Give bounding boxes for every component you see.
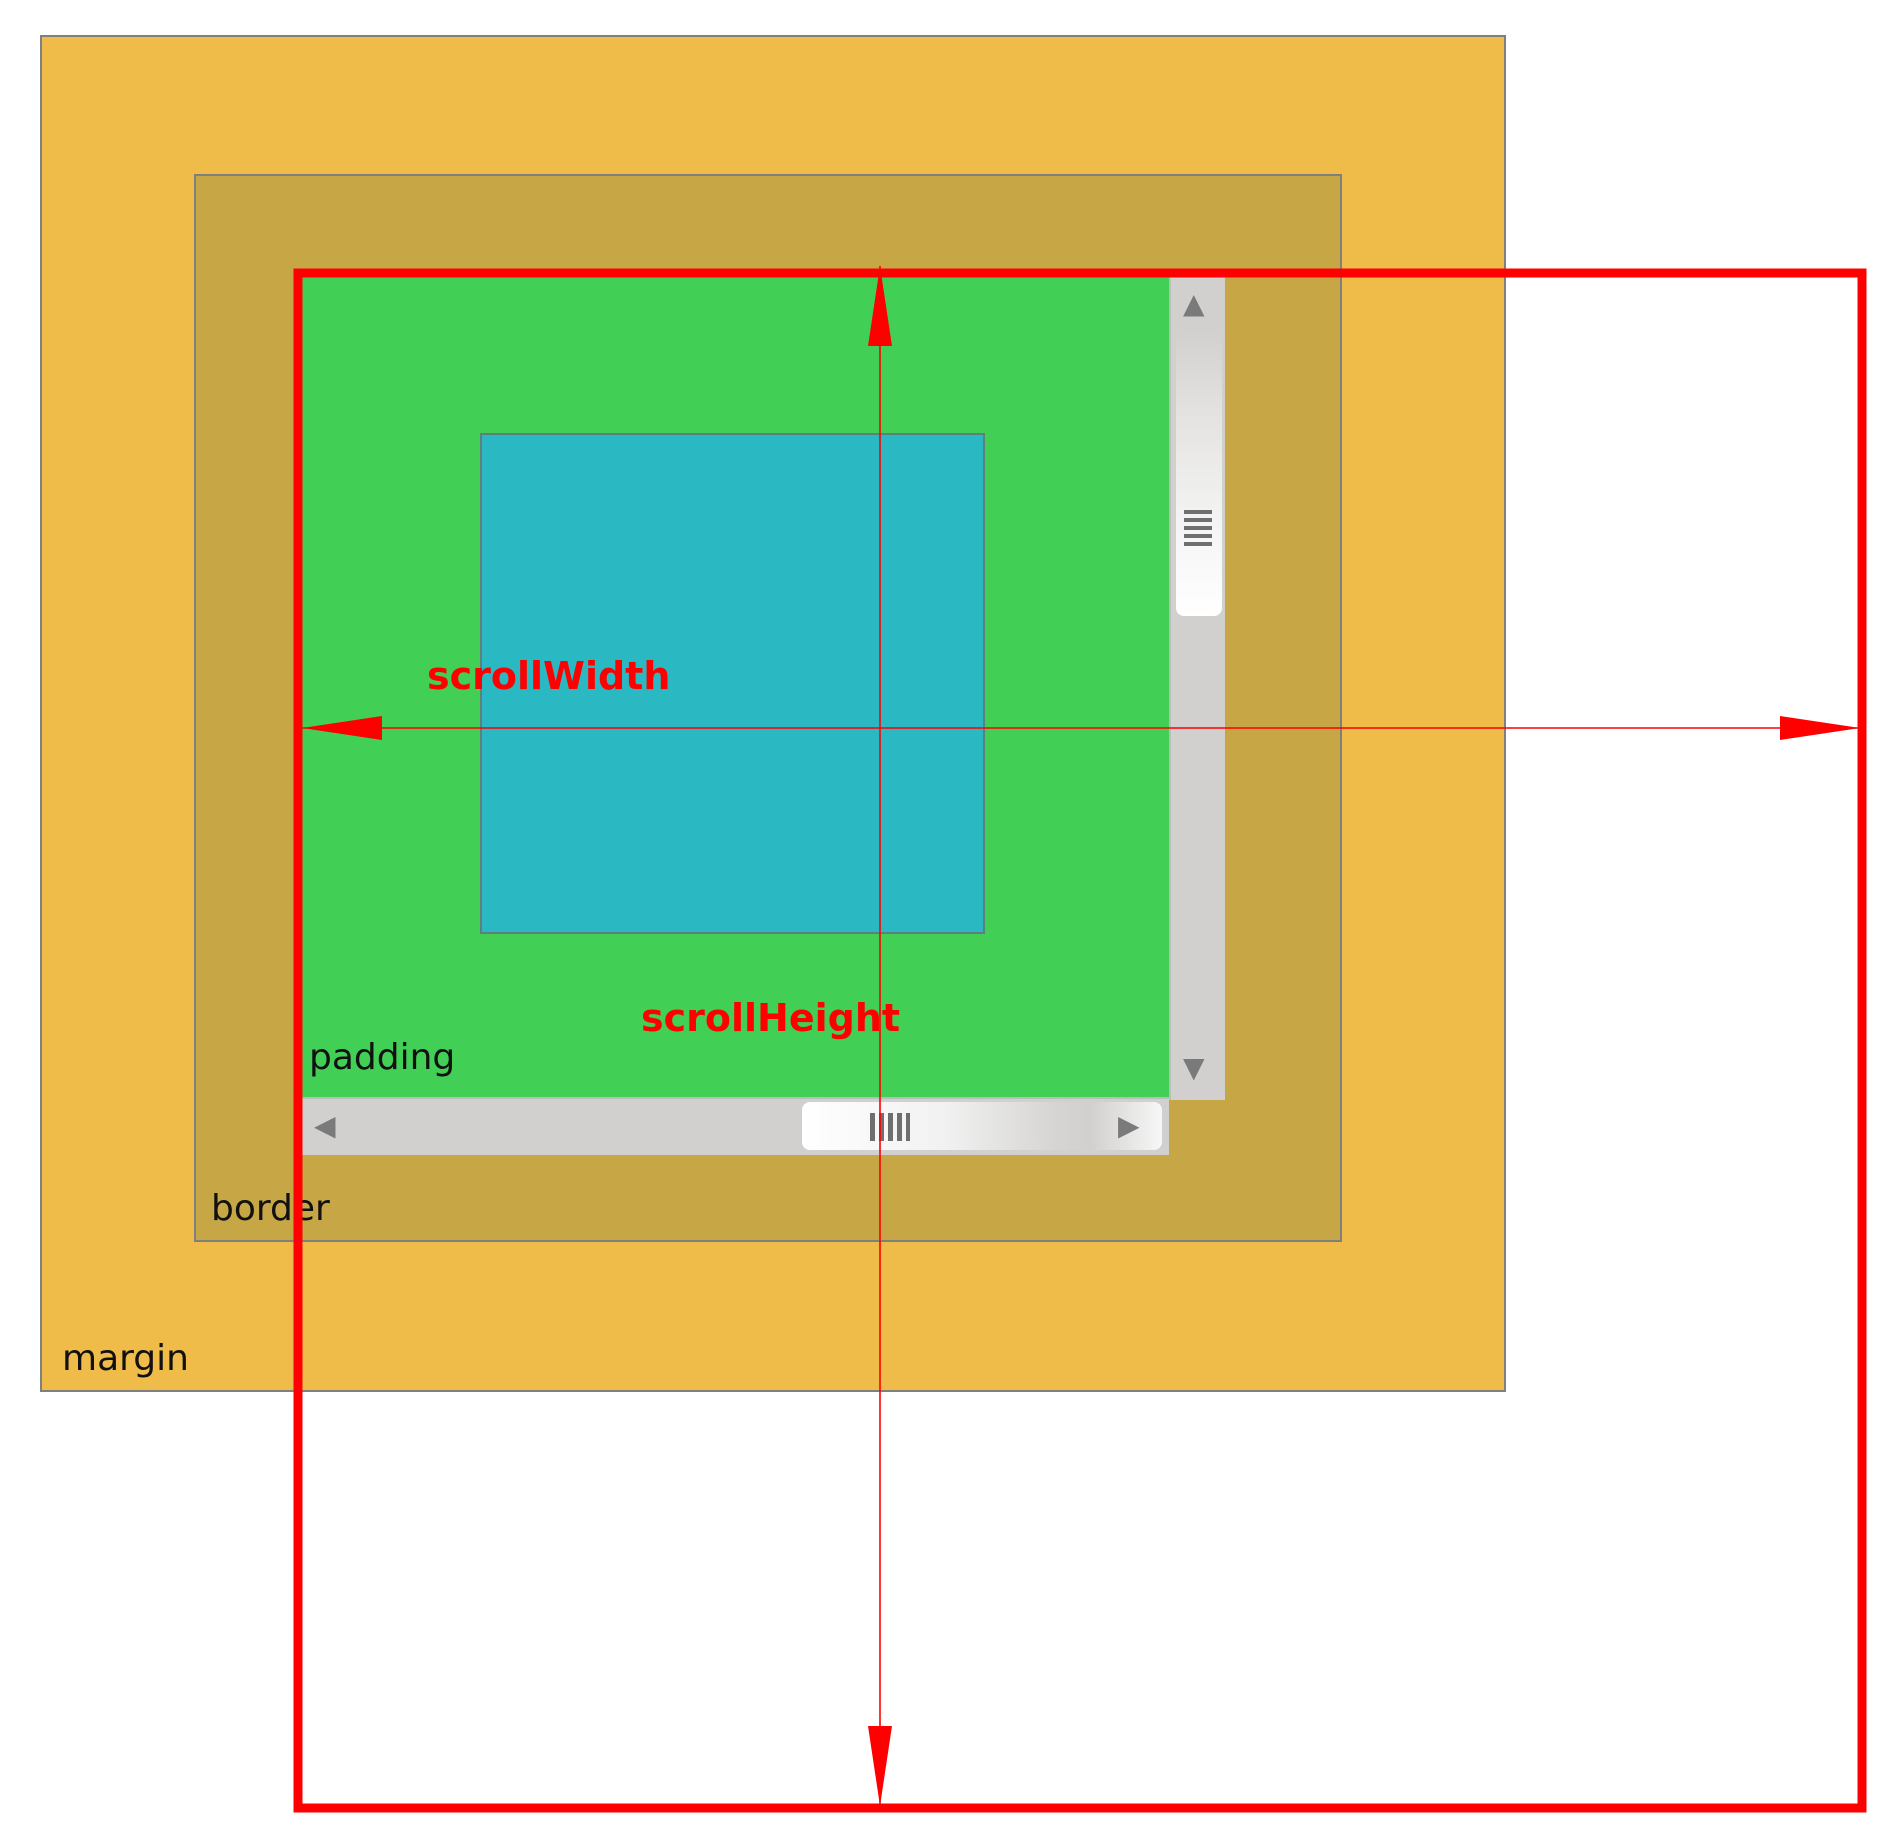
content-box <box>480 433 985 934</box>
grip-lines-icon <box>1184 510 1212 550</box>
padding-label: padding <box>309 1037 456 1078</box>
margin-label: margin <box>62 1338 189 1379</box>
border-label: border <box>211 1188 330 1229</box>
horizontal-scroll-thumb[interactable] <box>802 1102 1162 1150</box>
triangle-left-icon[interactable]: ◀ <box>314 1109 336 1142</box>
triangle-up-icon[interactable]: ▲ <box>1183 287 1205 320</box>
scroll-width-label: scrollWidth <box>427 654 671 698</box>
vertical-scroll-thumb[interactable] <box>1176 330 1222 616</box>
triangle-right-icon[interactable]: ▶ <box>1118 1109 1140 1142</box>
scroll-area-outline <box>293 268 1867 1813</box>
scroll-height-label: scrollHeight <box>641 996 901 1040</box>
triangle-down-icon[interactable]: ▼ <box>1183 1051 1205 1084</box>
